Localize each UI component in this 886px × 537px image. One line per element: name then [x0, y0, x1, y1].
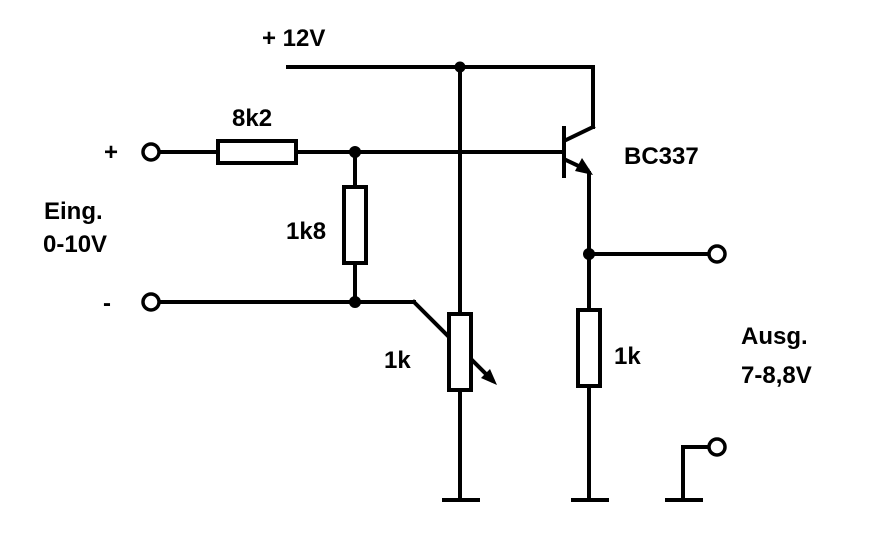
resistor-1k8-label: 1k8 [286, 218, 326, 245]
resistor-1k8 [342, 185, 368, 265]
terminal-input-plus [141, 142, 161, 162]
input-name-label: Eing. [44, 198, 103, 225]
input-plus-label: + [104, 139, 118, 166]
resistor-emitter-label: 1k [614, 343, 641, 370]
junction-dot-base [349, 146, 361, 158]
resistor-8k2-label: 8k2 [232, 105, 272, 132]
transistor-label: BC337 [624, 143, 699, 170]
supply-label: + 12V [262, 25, 325, 52]
resistor-emitter-1k [576, 308, 602, 388]
transistor-collector-lead [563, 124, 596, 143]
resistor-8k2 [216, 139, 298, 165]
pot-wiper-arrowhead [481, 369, 497, 385]
input-range-label: 0-10V [43, 231, 107, 258]
output-name-label: Ausg. [741, 323, 808, 350]
input-minus-label: - [103, 290, 111, 317]
terminal-output-signal [707, 244, 727, 264]
transistor-emitter-arrowhead [575, 158, 593, 175]
terminal-output-ground [707, 437, 727, 457]
output-range-label: 7-8,8V [741, 362, 812, 389]
terminal-input-minus [141, 292, 161, 312]
potentiometer-1k [447, 312, 473, 392]
potentiometer-label: 1k [384, 347, 411, 374]
junction-dot-supply [454, 61, 466, 73]
junction-dot-minus [349, 296, 361, 308]
junction-dot-output [583, 248, 595, 260]
